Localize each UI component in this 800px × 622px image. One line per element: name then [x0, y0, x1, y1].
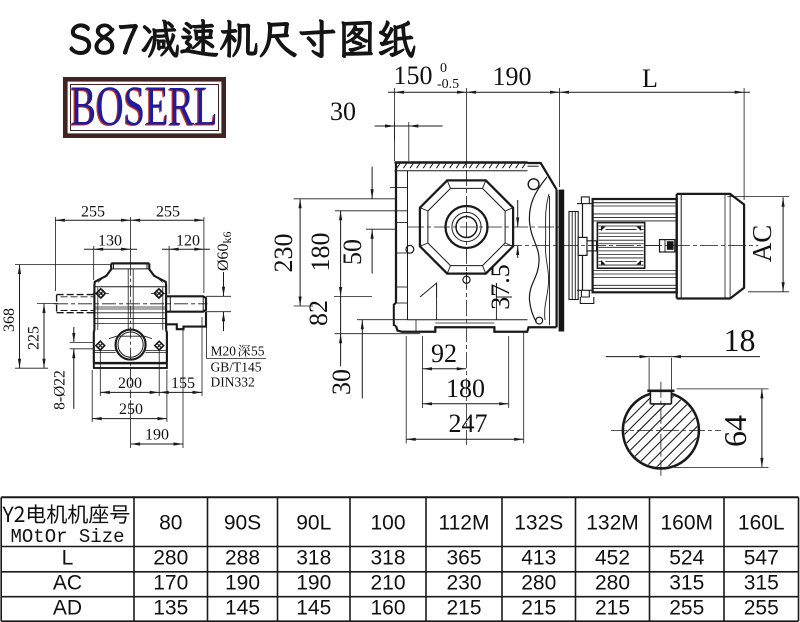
svg-text:145: 145: [296, 597, 331, 620]
svg-text:225: 225: [26, 326, 43, 350]
svg-text:MOtOr Size: MOtOr Size: [10, 526, 124, 548]
svg-text:318: 318: [370, 547, 405, 570]
svg-text:280: 280: [153, 547, 188, 570]
svg-text:50: 50: [338, 239, 367, 265]
svg-text:170: 170: [153, 572, 188, 595]
svg-text:145: 145: [225, 597, 260, 620]
svg-text:190: 190: [145, 427, 169, 444]
svg-text:247: 247: [449, 409, 488, 438]
svg-text:DIN332: DIN332: [211, 375, 255, 390]
svg-text:M20: M20: [211, 344, 237, 359]
svg-text:90S: 90S: [224, 512, 261, 535]
svg-text:210: 210: [370, 572, 405, 595]
svg-text:GB/T145: GB/T145: [211, 360, 262, 375]
svg-text:37.5: 37.5: [486, 264, 515, 310]
svg-text:AC: AC: [747, 225, 777, 263]
svg-text:524: 524: [669, 547, 704, 570]
svg-text:200: 200: [118, 375, 142, 392]
svg-text:L: L: [642, 64, 658, 93]
svg-text:190: 190: [493, 62, 532, 91]
svg-text:452: 452: [595, 547, 630, 570]
svg-text:90L: 90L: [296, 512, 331, 535]
svg-text:547: 547: [744, 547, 779, 570]
svg-text:315: 315: [744, 572, 779, 595]
svg-text:Ø60k6: Ø60k6: [215, 231, 234, 271]
svg-text:368: 368: [1, 308, 18, 332]
svg-text:132M: 132M: [586, 512, 639, 535]
svg-text:AC: AC: [53, 572, 82, 595]
svg-text:413: 413: [521, 547, 556, 570]
svg-text:255: 255: [669, 597, 704, 620]
svg-text:AD: AD: [53, 597, 82, 620]
svg-text:135: 135: [153, 597, 188, 620]
svg-text:100: 100: [370, 512, 405, 535]
svg-text:BOSERL: BOSERL: [71, 76, 218, 138]
svg-text:365: 365: [446, 547, 481, 570]
svg-text:120: 120: [176, 233, 200, 250]
svg-text:30: 30: [327, 369, 356, 395]
svg-text:92: 92: [431, 339, 457, 368]
svg-text:255: 255: [81, 204, 105, 221]
svg-text:150: 150: [394, 61, 433, 90]
svg-text:55: 55: [251, 344, 265, 359]
svg-text:30: 30: [330, 97, 356, 126]
svg-text:255: 255: [744, 597, 779, 620]
svg-text:L: L: [62, 547, 74, 570]
svg-text:8-Ø22: 8-Ø22: [52, 370, 69, 410]
svg-text:288: 288: [225, 547, 260, 570]
svg-text:160L: 160L: [738, 512, 785, 535]
svg-text:180: 180: [446, 374, 485, 403]
svg-text:0: 0: [440, 61, 447, 76]
svg-text:-0.5: -0.5: [437, 77, 459, 92]
svg-text:215: 215: [521, 597, 556, 620]
svg-text:190: 190: [225, 572, 260, 595]
svg-text:315: 315: [669, 572, 704, 595]
svg-text:64: 64: [717, 415, 753, 447]
svg-text:180: 180: [306, 233, 335, 272]
svg-text:18: 18: [724, 322, 756, 358]
svg-text:112M: 112M: [439, 512, 490, 535]
svg-text:160: 160: [370, 597, 405, 620]
svg-text:130: 130: [98, 233, 122, 250]
svg-text:318: 318: [296, 547, 331, 570]
svg-text:230: 230: [446, 572, 481, 595]
svg-text:215: 215: [595, 597, 630, 620]
svg-text:215: 215: [446, 597, 481, 620]
svg-text:280: 280: [595, 572, 630, 595]
svg-text:190: 190: [296, 572, 331, 595]
svg-text:160M: 160M: [660, 512, 713, 535]
svg-text:82: 82: [304, 300, 333, 326]
svg-text:230: 230: [269, 234, 298, 273]
svg-text:80: 80: [159, 512, 182, 535]
svg-text:132S: 132S: [514, 512, 563, 535]
svg-text:280: 280: [521, 572, 556, 595]
svg-text:255: 255: [156, 204, 180, 221]
